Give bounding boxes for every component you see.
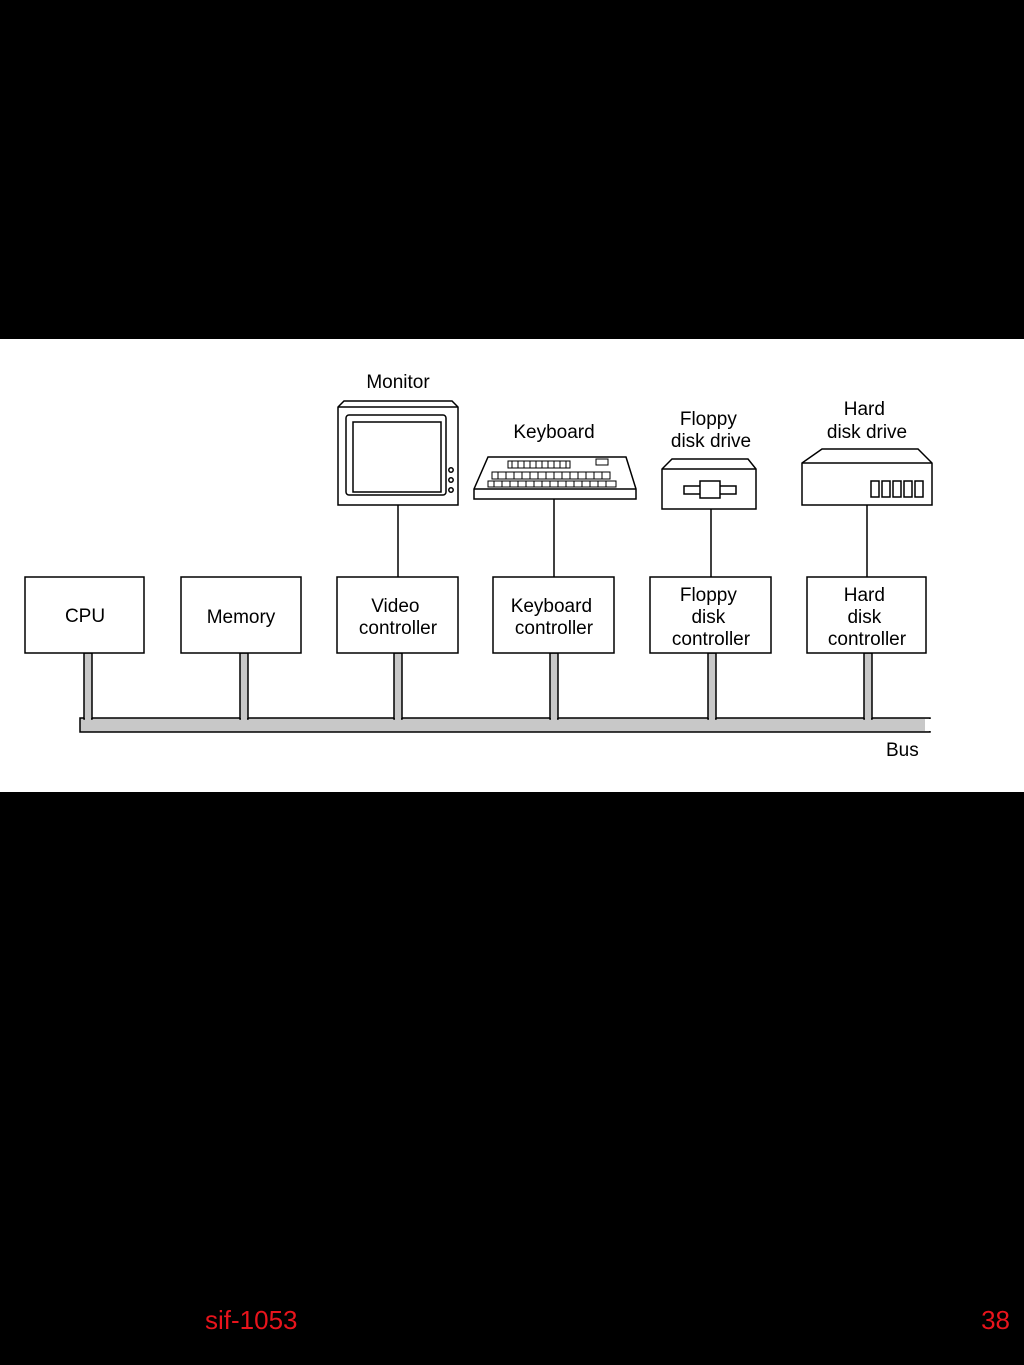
monitor-label: Monitor: [366, 372, 430, 393]
computer-bus-diagram: Bus CPU Memory Video controller Keyboard…: [24, 372, 933, 761]
hard-disk-controller-label: Hard disk controller: [828, 585, 907, 650]
course-code: sif-1053: [205, 1305, 298, 1335]
cpu-box: [24, 576, 145, 654]
system-bus: [79, 652, 933, 733]
floppy-disk-drive-label: Floppy disk drive: [671, 409, 751, 452]
keyboard-controller-label: Keyboard controller: [511, 596, 598, 639]
video-controller-box: [336, 576, 459, 654]
keyboard-icon: [473, 456, 637, 500]
keyboard-label: Keyboard: [513, 422, 594, 443]
floppy-disk-controller-box: [649, 576, 772, 654]
page-number: 38: [981, 1305, 1010, 1335]
video-controller-label: Video controller: [359, 596, 438, 639]
device-links: [397, 499, 868, 577]
keyboard-controller-box: [492, 576, 615, 654]
diagram-panel: Bus CPU Memory Video controller Keyboard…: [0, 339, 1024, 792]
hard-disk-controller-box: [806, 576, 927, 654]
floppy-drive-icon: [661, 458, 757, 510]
hard-drive-icon: [801, 448, 933, 506]
hard-disk-drive-label: Hard disk drive: [827, 399, 907, 443]
cpu-label: CPU: [65, 606, 105, 627]
monitor-icon: [337, 400, 459, 506]
bus-label: Bus: [886, 740, 919, 761]
memory-box: [180, 576, 302, 654]
floppy-disk-controller-label: Floppy disk controller: [672, 585, 751, 650]
memory-label: Memory: [207, 607, 276, 628]
